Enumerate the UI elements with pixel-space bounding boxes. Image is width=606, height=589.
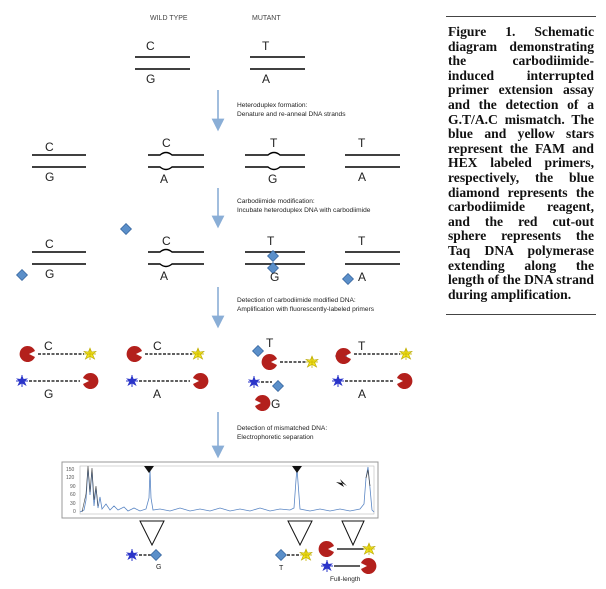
carbodiimide-diamond <box>150 549 162 561</box>
r1-d2-top: C <box>162 136 171 150</box>
r1-d4-bottom: A <box>358 170 366 184</box>
figure-caption-box: Figure 1. Schematic diagram demonstratin… <box>446 16 596 316</box>
mut-bottom-base: A <box>262 72 270 86</box>
y-axis-ticks: 150 120 90 60 30 0 <box>66 467 76 515</box>
r3-d1-bottom: G <box>44 387 53 401</box>
taq-polymerase <box>83 373 99 389</box>
electropherogram: 150 120 90 60 30 0 <box>61 461 379 519</box>
step4-title: Detection of mismatched DNA: <box>237 425 327 432</box>
carbodiimide-diamond <box>16 269 28 281</box>
r2-d2-bottom: A <box>160 269 168 283</box>
carbodiimide-diamond <box>275 549 287 561</box>
wild-type-header: WILD TYPE <box>150 15 188 22</box>
hex-star <box>399 347 413 361</box>
mutant-duplex: T A <box>250 39 305 86</box>
taq-polymerase <box>255 395 271 411</box>
fragment-funnel <box>139 520 165 547</box>
taq-polymerase <box>318 541 334 557</box>
fragment-g: G <box>125 548 162 571</box>
r1-d1-top: C <box>45 140 54 154</box>
carbodiimide-diamond <box>252 345 264 357</box>
carbodiimide-diamond <box>272 380 284 392</box>
step1-title: Heteroduplex formation: <box>237 102 308 109</box>
r1-d2-bottom: A <box>160 172 168 186</box>
y-tick: 150 <box>66 467 75 473</box>
carbodiimide-diamond <box>342 273 354 285</box>
full-length-label: Full-length <box>330 576 361 583</box>
r3-d4-top: T <box>358 339 366 353</box>
fragment-t-label: T <box>279 565 284 572</box>
r1-d1-bottom: G <box>45 170 54 184</box>
assay-schematic: WILD TYPE MUTANT C G T A Heteroduplex fo… <box>15 15 413 583</box>
secondary-trace <box>365 469 371 487</box>
hex-star <box>83 347 97 361</box>
taq-polymerase <box>193 373 209 389</box>
r2-d2-top: C <box>162 234 171 248</box>
fam-star <box>125 374 139 388</box>
fam-star <box>331 374 345 388</box>
hex-star <box>191 347 205 361</box>
taq-polymerase <box>335 348 351 364</box>
r1-d3-bottom: G <box>268 172 277 186</box>
plot-area <box>79 465 375 515</box>
wt-bottom-base: G <box>146 72 155 86</box>
mutant-header: MUTANT <box>252 15 281 22</box>
r2-d1-top: C <box>45 237 54 251</box>
y-tick: 90 <box>70 484 76 490</box>
r3-d3-bottom: G <box>271 397 280 411</box>
secondary-trace <box>81 465 99 513</box>
fragment-g-label: G <box>156 564 161 571</box>
fam-star <box>247 375 261 389</box>
r2-d3-top: T <box>267 234 275 248</box>
fam-star <box>125 548 139 562</box>
r2-d1-bottom: G <box>45 267 54 281</box>
r3-d2-top: C <box>153 339 162 353</box>
taq-polymerase <box>126 346 142 362</box>
r3-d1-top: C <box>44 339 53 353</box>
peak-marker <box>144 466 154 473</box>
r2-d3-bottom: G <box>270 270 279 284</box>
fragment-full-length: Full-length <box>318 541 377 583</box>
y-tick: 60 <box>70 492 76 498</box>
r2-d4-top: T <box>358 234 366 248</box>
wild-type-duplex: C G <box>135 39 190 86</box>
fragment-funnel <box>341 520 365 547</box>
r1-d3-top: T <box>270 136 278 150</box>
r1-d4-top: T <box>358 136 366 150</box>
step3-title: Detection of carbodiimide modified DNA: <box>237 297 356 304</box>
mut-top-base: T <box>262 39 270 53</box>
r3-d3-top: T <box>266 336 274 350</box>
step2-detail: Incubate heteroduplex DNA with carbodiim… <box>237 207 371 214</box>
taq-polymerase <box>261 354 277 370</box>
fam-star <box>15 374 29 388</box>
taq-polymerase <box>19 346 35 362</box>
duplex-row-1: C G C A T G T A <box>32 136 400 186</box>
amplification-row: C G C A T G T A <box>15 336 413 411</box>
y-tick: 30 <box>70 501 76 507</box>
hex-star <box>299 548 313 562</box>
hex-star <box>305 355 319 369</box>
y-tick: 120 <box>66 475 75 481</box>
hex-star <box>362 542 376 556</box>
wt-top-base: C <box>146 39 155 53</box>
figure-caption: Figure 1. Schematic diagram demonstratin… <box>448 24 594 302</box>
step4-detail: Electrophoretic separation <box>237 434 314 441</box>
fluorescence-trace <box>79 466 375 513</box>
full-length-arrow-icon <box>336 479 347 487</box>
fragment-t: T <box>275 548 313 572</box>
r3-d4-bottom: A <box>358 387 366 401</box>
step3-detail: Amplification with fluorescently-labeled… <box>237 306 375 313</box>
taq-polymerase <box>361 558 377 574</box>
fragment-funnel <box>287 520 313 547</box>
r3-d2-bottom: A <box>153 387 161 401</box>
step2-title: Carbodiimide modification: <box>237 198 315 205</box>
duplex-row-2: C G C A T G T A <box>16 223 400 285</box>
carbodiimide-diamond <box>120 223 132 235</box>
y-tick: 0 <box>73 509 76 515</box>
r2-d4-bottom: A <box>358 270 366 284</box>
fam-star <box>320 559 334 573</box>
peak-marker <box>292 466 302 473</box>
step1-detail: Denature and re-anneal DNA strands <box>237 111 346 118</box>
taq-polymerase <box>397 373 413 389</box>
